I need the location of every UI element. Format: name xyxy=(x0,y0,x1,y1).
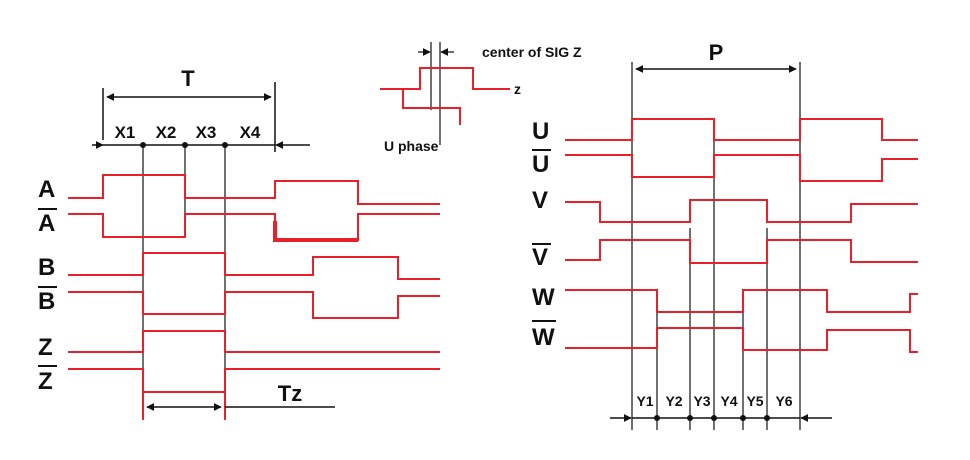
x3-label: X3 xyxy=(196,123,217,142)
signal-label-b-bar: B xyxy=(38,288,55,315)
signal-label-a: A xyxy=(38,176,55,203)
inset-waveform-z xyxy=(403,67,510,90)
y5-label: Y5 xyxy=(746,393,763,409)
signal-label-w: W xyxy=(532,284,555,311)
y3-label: Y3 xyxy=(693,393,710,409)
x2-label: X2 xyxy=(156,123,177,142)
signal-label-b: B xyxy=(38,254,55,281)
u-phase-label: U phase xyxy=(384,138,439,154)
y1-label: Y1 xyxy=(636,393,653,409)
inset-center-detail: center of SIG Z z U phase xyxy=(380,42,582,154)
inset-waveform-u-phase xyxy=(380,88,461,125)
y-node-1 xyxy=(654,415,660,421)
signal-label-w-bar: W xyxy=(532,324,555,351)
signal-label-v: V xyxy=(532,187,548,214)
tz-label: Tz xyxy=(278,381,302,406)
y2-label: Y2 xyxy=(665,393,682,409)
x4-label: X4 xyxy=(240,123,261,142)
waveform-z xyxy=(68,330,440,353)
y4-label: Y4 xyxy=(720,393,737,409)
waveform-a xyxy=(68,174,440,205)
signal-label-v-bar: V xyxy=(532,244,548,271)
waveform-w xyxy=(565,289,918,313)
signal-label-u: U xyxy=(532,118,549,145)
t-label: T xyxy=(181,66,195,91)
signal-label-z-bar: Z xyxy=(38,368,53,395)
signal-label-z: Z xyxy=(38,334,53,361)
waveform-a-bar-thick xyxy=(273,221,358,242)
waveform-v-bar xyxy=(565,239,918,264)
waveform-u xyxy=(565,118,918,141)
inset-z-label: z xyxy=(514,81,521,97)
waveform-b xyxy=(68,252,440,280)
waveform-a-bar xyxy=(68,213,440,241)
y6-label: Y6 xyxy=(775,393,792,409)
waveform-u-bar xyxy=(565,154,918,182)
y-node-5 xyxy=(764,415,770,421)
y-node-4 xyxy=(740,415,746,421)
center-of-sig-z-label: center of SIG Z xyxy=(482,44,582,60)
left-encoder-diagram: T X1 X2 X3 X4 A A B B Z Z xyxy=(38,66,440,420)
signal-label-a-bar: A xyxy=(38,210,55,237)
waveform-v xyxy=(565,199,918,223)
right-hall-diagram: P Y1 Y2 Y3 Y4 Y5 Y6 U U V V W W xyxy=(532,40,918,430)
x1-label: X1 xyxy=(115,123,136,142)
y-node-2 xyxy=(687,415,693,421)
waveform-b-bar xyxy=(68,291,440,319)
waveform-z-bar xyxy=(68,368,440,393)
p-label: P xyxy=(709,40,724,65)
waveform-w-bar xyxy=(565,327,918,353)
y-node-3 xyxy=(711,415,717,421)
signal-label-u-bar: U xyxy=(532,151,549,178)
